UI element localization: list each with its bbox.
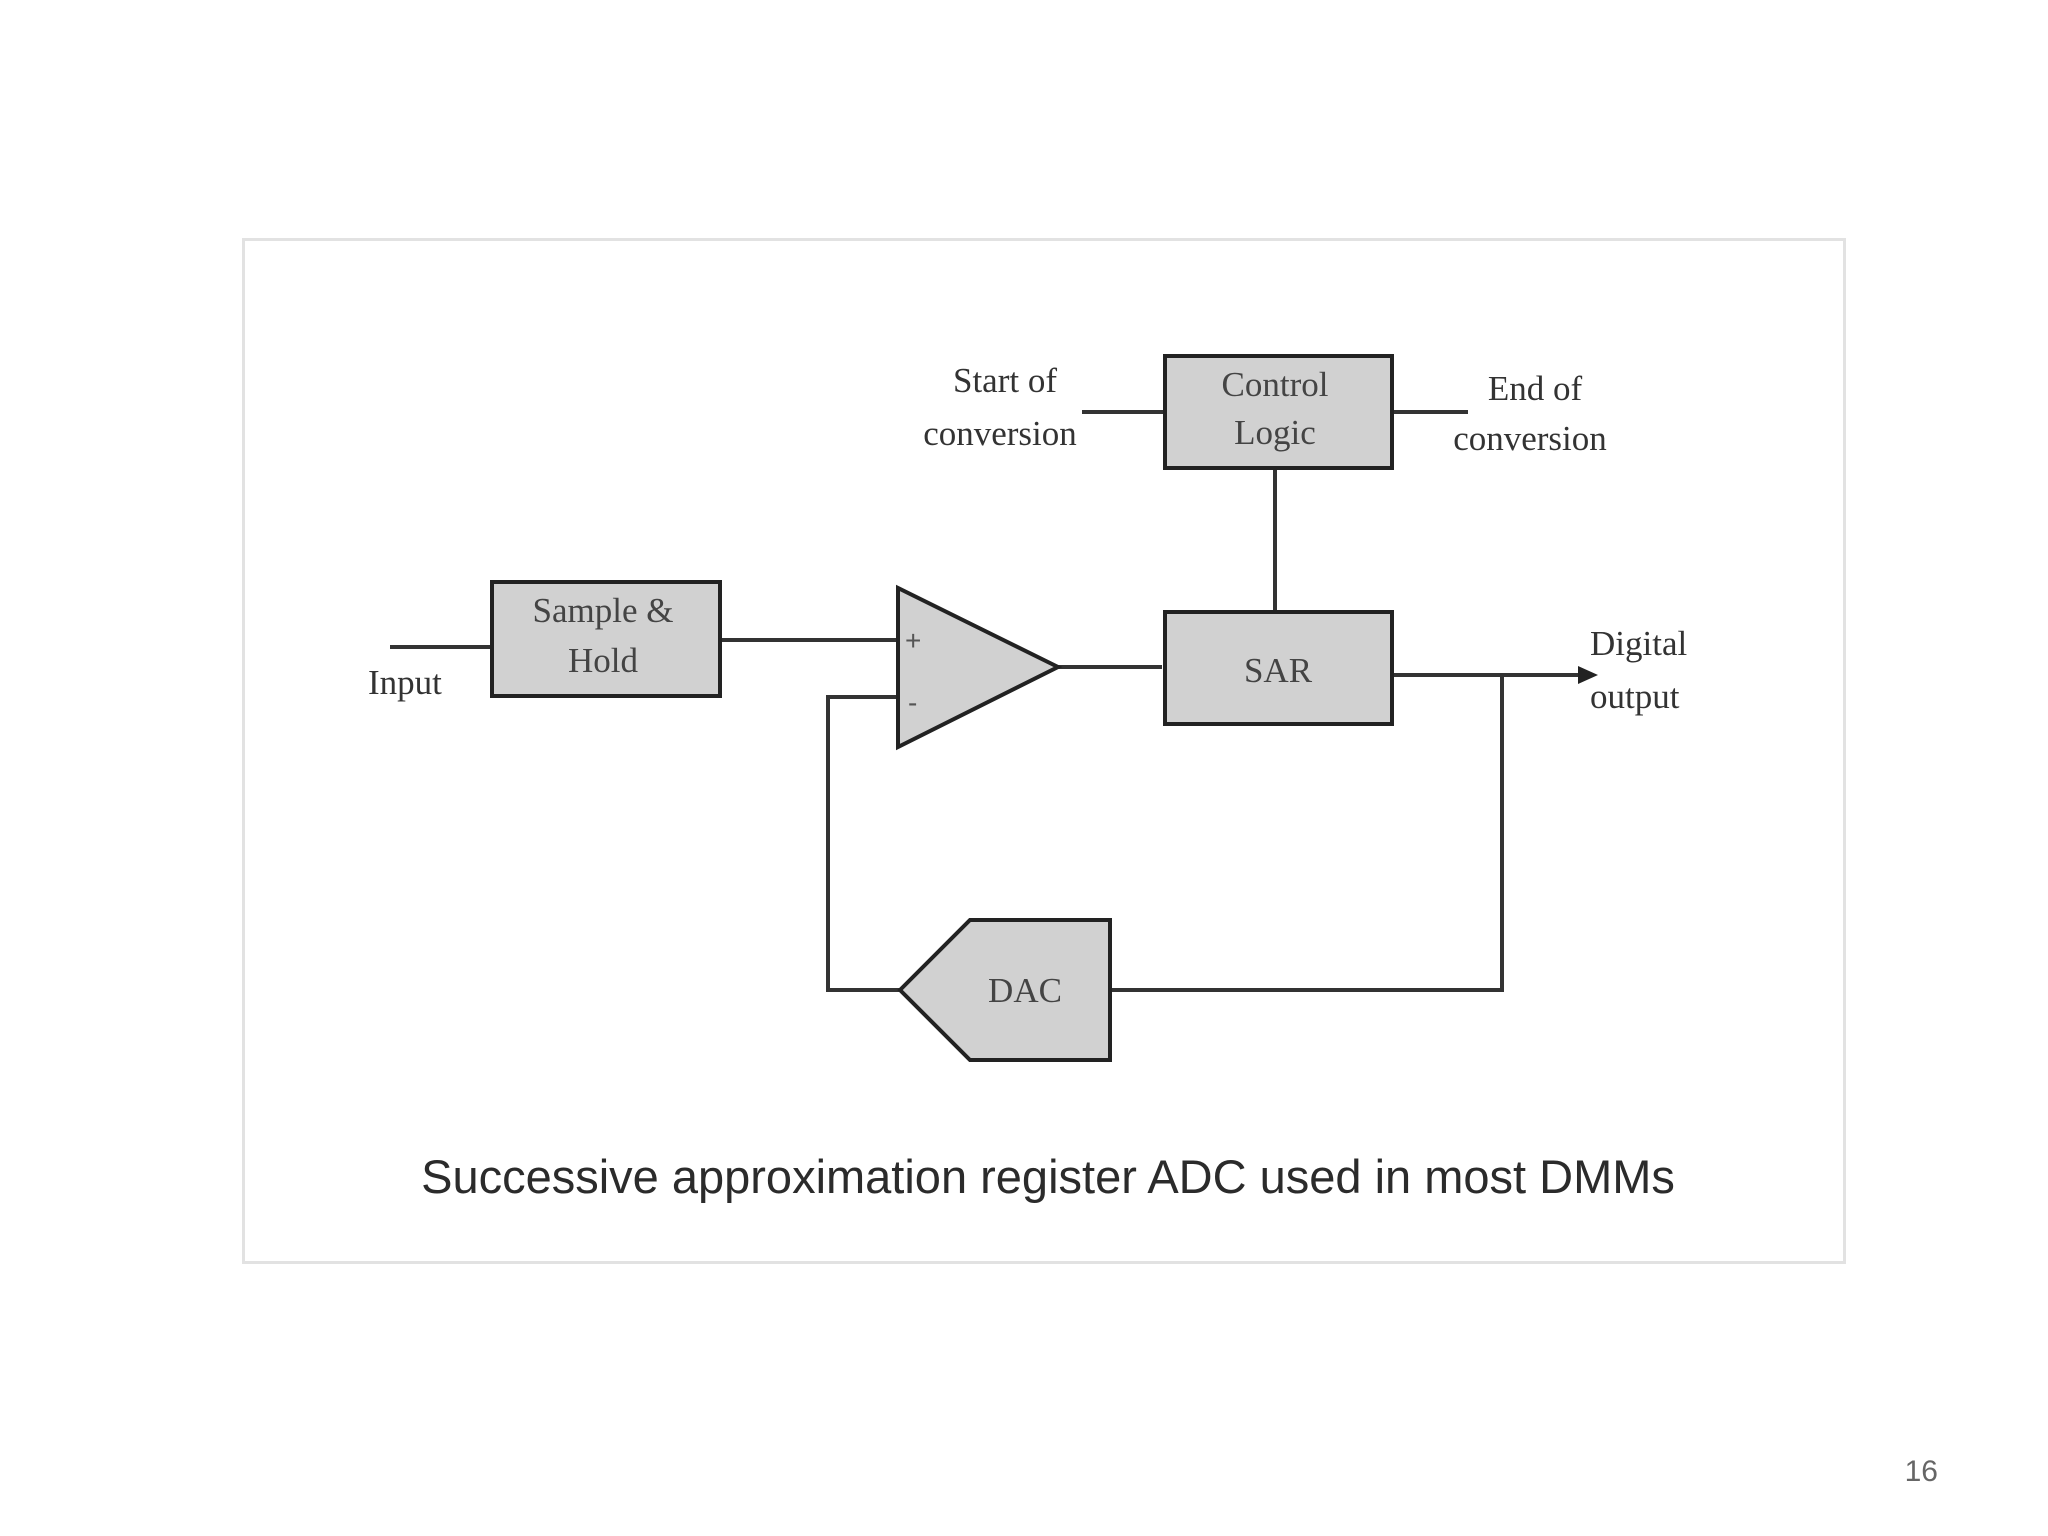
sar-label: SAR (1244, 651, 1313, 690)
sar-block (1163, 610, 1394, 726)
sample-hold-block (490, 580, 722, 698)
figure-caption: Successive approximation register ADC us… (421, 1150, 1675, 1203)
control-logic-label-line2: Logic (1234, 413, 1316, 452)
end-of-conversion-label-line2: conversion (1453, 419, 1607, 458)
digital-output-label-line2: output (1590, 677, 1680, 716)
dac-block (897, 918, 1112, 1062)
comparator-plus-label: + (905, 625, 921, 656)
input-label: Input (368, 663, 442, 702)
start-of-conversion-label-line2: conversion (923, 414, 1077, 453)
dac-to-comparator-wire (826, 695, 900, 992)
end-of-conversion-label-line1: End of (1488, 369, 1583, 408)
feedback-to-dac-wire (1110, 675, 1504, 992)
sample-hold-label-line1: Sample & (533, 591, 674, 630)
control-logic-block (1163, 354, 1394, 470)
dac-label: DAC (988, 971, 1062, 1010)
sample-hold-label-line2: Hold (568, 641, 639, 680)
comparator-triangle (896, 584, 1063, 751)
control-logic-label-line1: Control (1222, 365, 1329, 404)
comparator-minus-label: - (908, 687, 917, 718)
page-number: 16 (1904, 1455, 1938, 1488)
start-of-conversion-label-line1: Start of (953, 361, 1057, 400)
digital-output-arrow (1578, 666, 1598, 684)
digital-output-label-line1: Digital (1590, 624, 1687, 663)
figure-frame (242, 238, 1846, 1264)
